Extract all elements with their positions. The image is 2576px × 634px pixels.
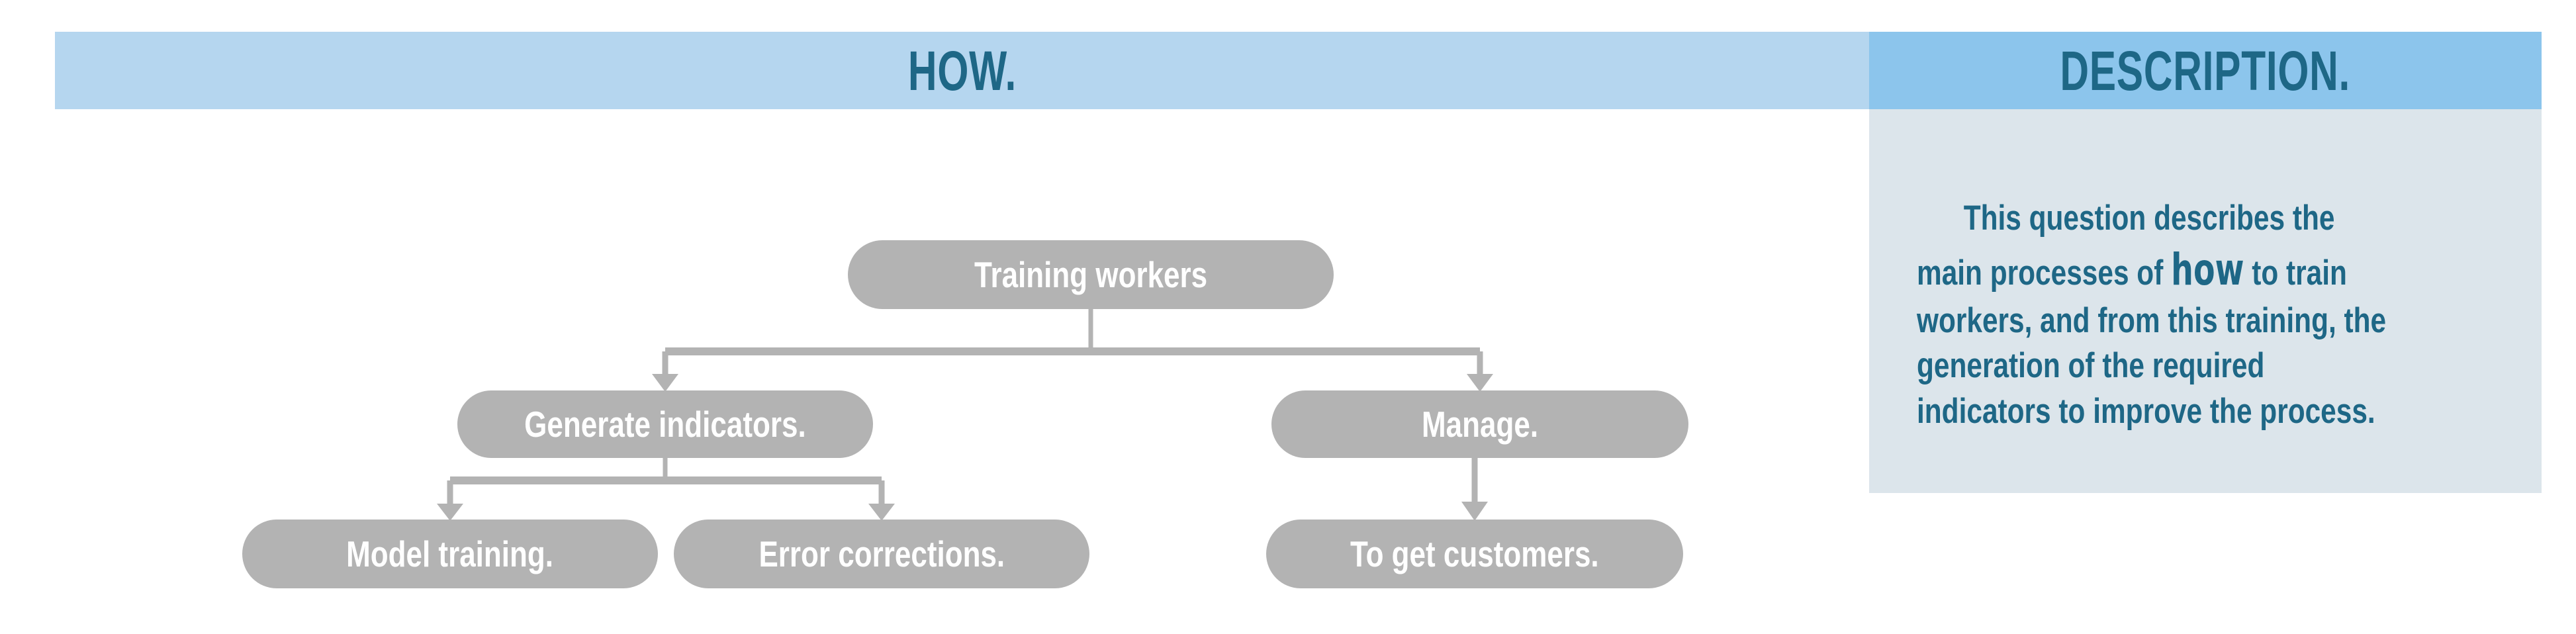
arrowhead-model-training xyxy=(437,504,463,521)
infographic-canvas: HOW. xyxy=(55,32,2542,588)
arrowhead-customers xyxy=(1461,502,1488,521)
description-panel-title: DESCRIPTION. xyxy=(2060,39,2351,102)
flow-node-label: Error corrections. xyxy=(759,533,1005,574)
flow-node-label: Generate indicators. xyxy=(524,403,806,445)
how-panel-title: HOW. xyxy=(907,39,1017,102)
description-text-after: to train workers, and from this training… xyxy=(1917,253,2394,431)
flow-node-label: Manage. xyxy=(1421,403,1539,445)
flow-node-label: Training workers xyxy=(974,253,1208,295)
flow-node-training-workers[interactable]: Training workers xyxy=(848,240,1334,309)
flow-node-to-get-customers[interactable]: To get customers. xyxy=(1266,520,1683,588)
how-panel-header: HOW. xyxy=(55,32,1869,109)
how-panel-body: Training workers Generate indicators. Ma… xyxy=(55,109,1869,588)
description-panel-header: DESCRIPTION. xyxy=(1869,32,2542,109)
flow-node-manage[interactable]: Manage. xyxy=(1271,390,1688,458)
description-text-before: This question describes the main process… xyxy=(1917,198,2343,293)
flow-node-error-corrections[interactable]: Error corrections. xyxy=(674,520,1089,588)
description-panel-body: This question describes the main process… xyxy=(1869,109,2542,493)
arrowhead-error-corrections xyxy=(868,504,895,521)
arrowhead-generate xyxy=(652,374,678,392)
arrowhead-manage xyxy=(1467,374,1493,392)
flow-node-generate-indicators[interactable]: Generate indicators. xyxy=(457,390,873,458)
flowchart: Training workers Generate indicators. Ma… xyxy=(55,109,1924,634)
description-text-emphasis: how xyxy=(2171,244,2244,295)
description-paragraph: This question describes the main process… xyxy=(1917,150,2388,480)
flow-node-model-training[interactable]: Model training. xyxy=(242,520,658,588)
flow-node-label: Model training. xyxy=(346,533,554,574)
flow-node-label: To get customers. xyxy=(1350,533,1599,574)
